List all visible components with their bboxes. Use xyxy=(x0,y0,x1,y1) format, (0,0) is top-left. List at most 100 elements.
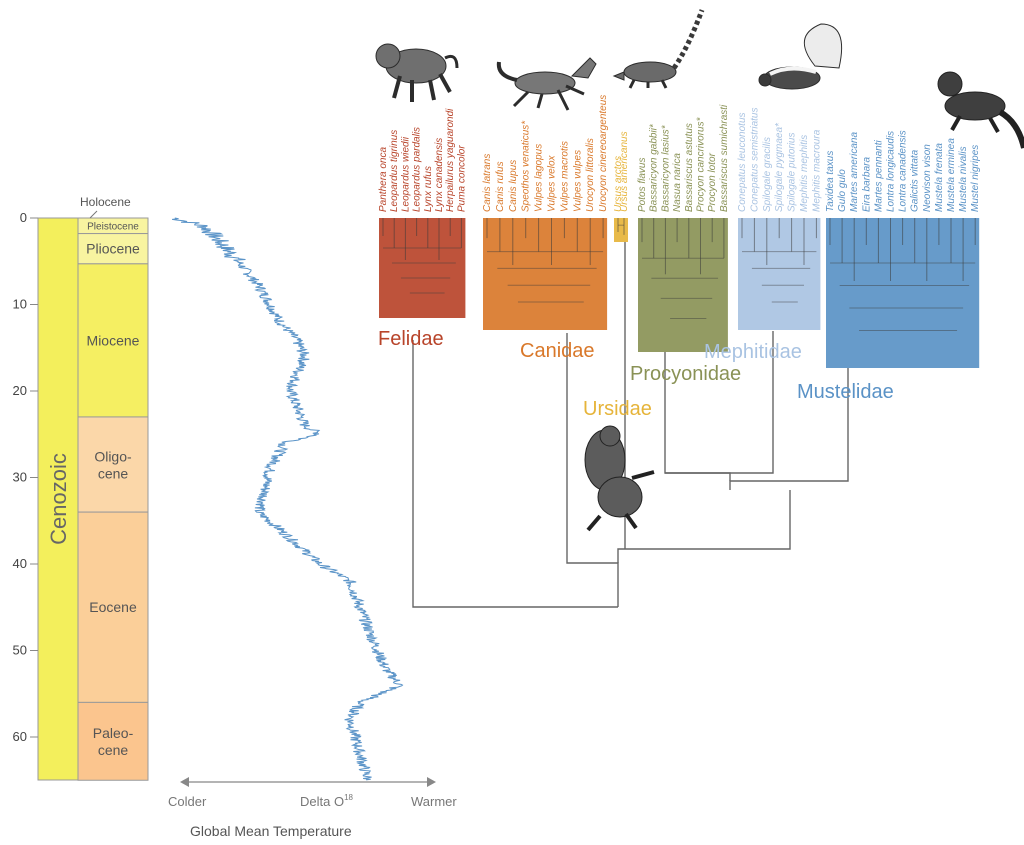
epoch-label: Oligo-cene xyxy=(94,448,132,481)
cat-illustration xyxy=(375,43,459,102)
skunk-illustration xyxy=(758,23,843,90)
species-label: Puma concolor xyxy=(456,145,467,212)
epoch-box xyxy=(77,701,149,781)
species-label: Vulpes macrotis xyxy=(559,141,570,212)
species-label: Vulpes velox xyxy=(547,154,558,212)
species-label: Urocyon cinereoargenteus xyxy=(598,95,609,212)
species-label: Spilogale pygmaea* xyxy=(774,122,785,212)
clade-mustelidae xyxy=(826,218,980,368)
geologic-timescale: Cenozoic PleistocenePlioceneMioceneOligo… xyxy=(13,195,149,781)
species-label: Lontra longicaudis xyxy=(886,131,897,212)
epoch-label: Paleo-cene xyxy=(93,725,134,758)
species-label: Panthera onca xyxy=(378,147,389,212)
warmer-label: Warmer xyxy=(411,794,457,809)
species-label: Leopardus pardalis xyxy=(412,127,423,212)
delta-o-superscript: 18 xyxy=(344,793,353,802)
epoch-box xyxy=(77,263,149,418)
species-label: Canis rufus xyxy=(495,161,506,212)
tree-backbone xyxy=(412,242,849,608)
procyonid-illustration xyxy=(612,9,705,89)
family-label: Mephitidae xyxy=(704,341,802,363)
clade-block xyxy=(483,218,608,330)
tick-label: 60 xyxy=(13,729,27,744)
tick-label: 20 xyxy=(13,383,27,398)
species-label: Urocyon littoralis xyxy=(585,138,596,212)
temperature-axis-title: Global Mean Temperature xyxy=(190,823,352,839)
species-label: Eira barbara xyxy=(861,157,872,212)
species-label: Spilogale putorius xyxy=(787,133,798,213)
species-label: Mephitis macroura xyxy=(811,129,822,212)
species-label: Taxidea taxus xyxy=(825,151,836,212)
species-label: Lontra canadensis xyxy=(898,130,909,212)
species-label: Leopardus wiedii xyxy=(400,136,411,212)
species-label: Gulo gulo xyxy=(837,169,848,212)
tick-label: 0 xyxy=(20,210,27,225)
species-label: Mustel nigripes xyxy=(970,145,981,212)
species-label: Herpailurus yaguarondi xyxy=(445,108,456,212)
species-label: Procyon cancrivorus* xyxy=(696,116,707,212)
species-label: Neovison vison xyxy=(922,144,933,212)
species-label: Martes americana xyxy=(849,132,860,212)
species-label: Procyon lotor xyxy=(707,152,718,212)
species-label: Lynx canadensis xyxy=(434,138,445,212)
marten-illustration xyxy=(937,71,1024,149)
species-label: Bassariscus astutus xyxy=(684,123,695,212)
tick-label: 50 xyxy=(13,643,27,658)
arrow-left-icon xyxy=(180,777,189,787)
clade-felidae xyxy=(379,218,466,318)
clade-ursidae xyxy=(614,218,628,242)
holocene-label: Holocene xyxy=(80,195,131,209)
clade-procyonidae xyxy=(638,218,728,352)
temperature-curve-panel: Colder Delta O18 Warmer Global Mean Temp… xyxy=(168,217,457,839)
species-label: Conepatus semistriatus xyxy=(749,108,760,213)
epoch-column: PleistocenePlioceneMioceneOligo-ceneEoce… xyxy=(77,217,149,781)
species-label: Nasua narica xyxy=(672,153,683,212)
delta-o18-label: Delta O18 xyxy=(300,793,354,809)
species-label: Canis latrans xyxy=(482,154,493,212)
delta-o18-curve xyxy=(172,217,404,781)
species-label: Martes pennanti xyxy=(873,140,884,212)
family-clades xyxy=(379,218,980,368)
species-label: Galictis vittata xyxy=(910,149,921,212)
species-label: Canis lupus xyxy=(508,160,519,212)
clade-block xyxy=(638,218,728,352)
clade-canidae xyxy=(483,218,608,330)
tick-label: 10 xyxy=(13,297,27,312)
species-label: Spilogale gracilis xyxy=(762,137,773,212)
epoch-label: Pliocene xyxy=(86,241,140,257)
epoch-label: Eocene xyxy=(89,599,137,615)
arrow-right-icon xyxy=(427,777,436,787)
species-label: Ursus americanus xyxy=(619,131,630,212)
family-labels: FelidaeCanidaeUrsidaeProcyonidaeMephitid… xyxy=(378,328,894,420)
species-label: Conepatus leuconotus xyxy=(737,112,748,212)
species-label: Mustela erminea xyxy=(946,138,957,212)
species-label: Ursus arctos xyxy=(613,156,624,212)
clade-block xyxy=(614,218,628,242)
species-label: Mephitis mephitis xyxy=(799,135,810,212)
era-bar xyxy=(37,217,79,781)
species-label: Vulpes lagopus xyxy=(534,144,545,212)
clade-mephitidae xyxy=(738,218,821,330)
family-label: Canidae xyxy=(520,340,595,362)
epoch-label: Pleistocene xyxy=(87,221,139,232)
holocene-pointer xyxy=(89,210,98,219)
clade-block xyxy=(379,218,466,318)
epoch-box xyxy=(77,233,149,265)
species-label: Bassaricyon lasius* xyxy=(660,124,671,212)
canid-illustration xyxy=(496,57,597,111)
species-label: Mustela nivalis xyxy=(958,146,969,212)
species-label: Potos flavus xyxy=(637,158,648,212)
species-label: Vulpes vulpes xyxy=(572,150,583,212)
family-label: Mustelidae xyxy=(797,381,894,403)
colder-label: Colder xyxy=(168,794,207,809)
tick-label: 40 xyxy=(13,556,27,571)
time-axis-ticks: 0 10 20 30 40 50 60 xyxy=(13,210,38,744)
tick-label: 30 xyxy=(13,470,27,485)
family-label: Ursidae xyxy=(583,398,652,420)
family-label: Procyonidae xyxy=(630,363,741,385)
epoch-label: Miocene xyxy=(87,332,140,348)
species-label: Speothos venaticus* xyxy=(521,120,532,212)
